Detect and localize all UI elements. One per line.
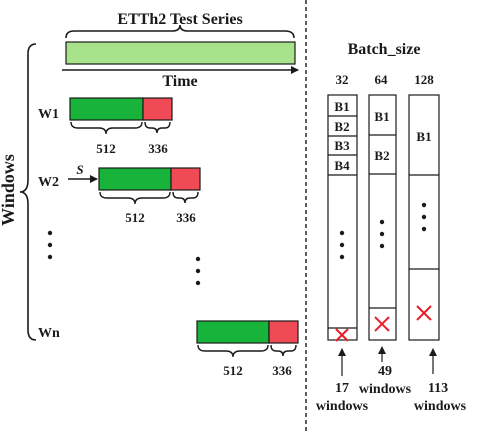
block-b2-64: B2 xyxy=(374,148,389,163)
batch-size-32: 32 xyxy=(336,72,349,87)
w2-horizon-brace xyxy=(172,191,199,204)
window-label-w1: W1 xyxy=(38,107,59,122)
test-series-bar xyxy=(65,41,296,65)
dropped-cross-icon-128 xyxy=(416,305,432,321)
block-b1-32: B1 xyxy=(334,99,349,114)
batch-size-title: Batch_size xyxy=(348,41,421,58)
windows-unit-64: windows xyxy=(359,382,412,397)
windows-count-17: 17 xyxy=(335,381,349,396)
block-b2-32: B2 xyxy=(334,119,349,134)
w1-lookback-brace xyxy=(70,121,143,135)
block-b3-32: B3 xyxy=(334,138,350,153)
wn-lookback-segment xyxy=(196,320,270,344)
windows-brace xyxy=(19,43,37,341)
block-b1-128: B1 xyxy=(416,129,431,144)
window-label-wn: Wn xyxy=(38,326,60,341)
batch-column-64 xyxy=(368,94,397,341)
middle-ellipsis-dots xyxy=(195,256,201,286)
window-label-w2: W2 xyxy=(38,175,59,190)
w1-horizon-segment xyxy=(142,97,173,121)
ellipsis-32 xyxy=(339,230,345,260)
left-ellipsis-dots xyxy=(47,230,53,260)
batch-column-128 xyxy=(408,94,440,341)
ellipsis-128 xyxy=(421,202,427,232)
windows-label: Windows xyxy=(0,154,18,226)
w2-lookback-segment xyxy=(98,167,172,191)
block-b4-32: B4 xyxy=(334,158,350,173)
wn-horizon-length: 336 xyxy=(272,363,292,378)
dropped-cross-icon-32 xyxy=(335,328,349,342)
w2-lookback-brace xyxy=(99,191,171,205)
windows-unit-128: windows xyxy=(414,399,467,414)
w1-lookback-segment xyxy=(69,97,144,121)
series-brace xyxy=(65,24,295,39)
series-title: ETTh2 Test Series xyxy=(117,11,242,28)
windows-count-113: 113 xyxy=(428,381,448,396)
dropped-cross-icon-64 xyxy=(374,316,390,332)
ellipsis-64 xyxy=(379,219,385,249)
batch-size-128: 128 xyxy=(414,72,434,87)
wn-horizon-segment xyxy=(268,320,299,344)
windows-count-49: 49 xyxy=(378,364,392,379)
w2-lookback-length: 512 xyxy=(125,210,145,225)
w1-horizon-length: 336 xyxy=(148,141,168,156)
batch-column-32 xyxy=(327,94,358,341)
windows-unit-32: windows xyxy=(316,399,369,414)
w1-lookback-length: 512 xyxy=(96,141,116,156)
wn-lookback-length: 512 xyxy=(223,363,243,378)
stride-label: S xyxy=(76,162,83,177)
block-b1-64: B1 xyxy=(374,109,389,124)
w2-horizon-length: 336 xyxy=(176,210,196,225)
batch-size-64: 64 xyxy=(375,72,389,87)
wn-horizon-brace xyxy=(270,344,297,357)
time-label: Time xyxy=(162,73,197,90)
wn-lookback-brace xyxy=(197,344,269,358)
w2-horizon-segment xyxy=(170,167,201,191)
w1-horizon-brace xyxy=(144,121,171,134)
